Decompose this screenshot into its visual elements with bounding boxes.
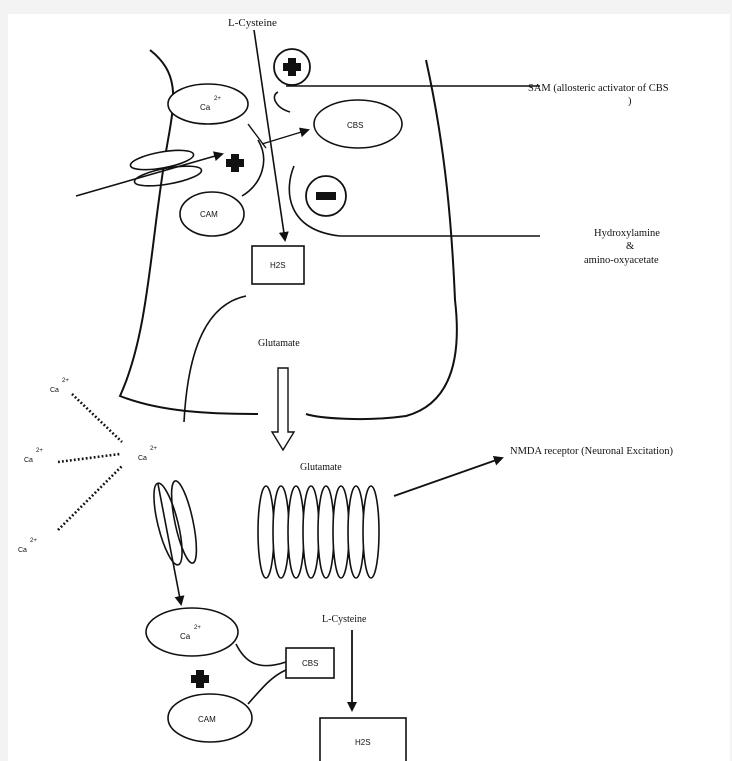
glutamate-cleft-label: Glutamate: [300, 462, 342, 473]
ca-free-1-superscript: 2+: [62, 378, 69, 384]
ca-free-center-superscript: 2+: [150, 446, 157, 452]
nmda-label: NMDA receptor (Neuronal Excitation): [510, 446, 673, 457]
ca-top-superscript: 2+: [214, 96, 221, 102]
ca-free-1: Ca: [50, 387, 59, 394]
cbs-bottom-label: CBS: [302, 659, 318, 668]
ca-ellipse-bottom: [146, 608, 238, 656]
cam-bottom-label: CAM: [198, 715, 216, 724]
ca-free-2: Ca: [24, 457, 33, 464]
sam-label-tail: ): [628, 96, 632, 107]
cbs-top-label: CBS: [347, 121, 363, 130]
cam-top-label: CAM: [200, 210, 218, 219]
glutamate-inside-label: Glutamate: [258, 338, 300, 349]
ca-free-center: Ca: [138, 455, 147, 462]
hydroxylamine-label: Hydroxylamine: [594, 228, 660, 239]
aminooxyacetate-label: amino-oxyacetate: [584, 255, 659, 266]
l-cysteine-bottom-label: L-Cysteine: [322, 614, 367, 625]
ca-free-3-superscript: 2+: [30, 538, 37, 544]
ca-free-2-superscript: 2+: [36, 448, 43, 454]
ca-bottom-label: Ca: [180, 632, 191, 641]
ca-bottom-superscript: 2+: [194, 625, 201, 631]
h2s-top-label: H2S: [270, 261, 286, 270]
ca-free-3: Ca: [18, 547, 27, 554]
l-cysteine-top-label: L-Cysteine: [228, 17, 277, 29]
ca-top-label: Ca: [200, 103, 211, 112]
h2s-bottom-label: H2S: [355, 738, 371, 747]
ampersand-label: &: [626, 241, 634, 252]
sam-label: SAM (allosteric activator of CBS: [528, 83, 669, 94]
minus-icon: [316, 192, 336, 200]
